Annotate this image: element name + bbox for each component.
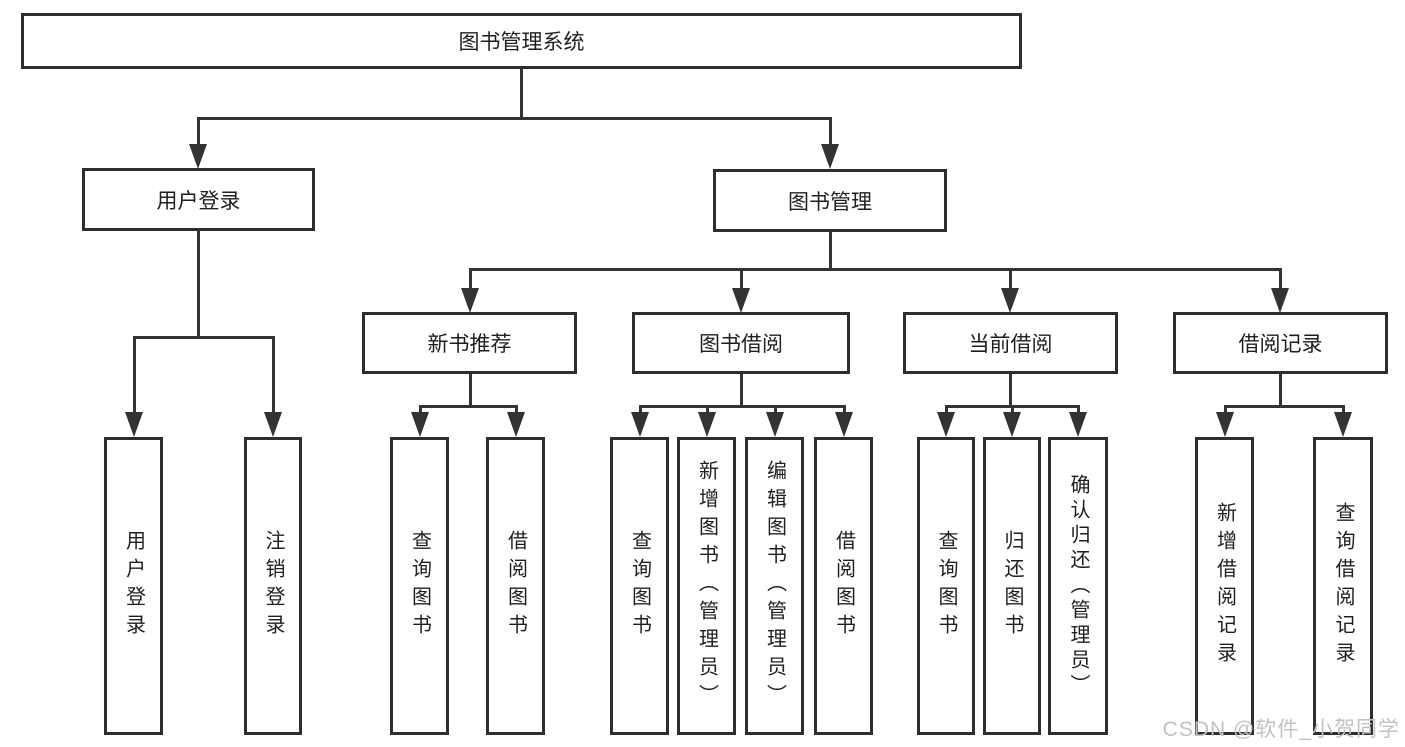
connector-book-mgmt-stem [829, 232, 832, 270]
node-label: 用户登录 [156, 189, 241, 213]
connector-new-book-hbar [419, 405, 518, 408]
connector-book-mgmt-hbar [469, 268, 1282, 271]
connector-drop [843, 405, 846, 417]
arrow-down-icon [461, 288, 479, 313]
node-new-book-recommend: 新书推荐 [362, 312, 577, 374]
leaf-label: 注销登录 [262, 530, 284, 642]
arrow-down-icon [821, 144, 839, 169]
leaf-label: 新增借阅记录 [1213, 502, 1236, 670]
connector-drop [515, 405, 518, 417]
connector-new-book-stem [469, 374, 472, 407]
leaf-label: 借阅图书 [832, 530, 855, 642]
arrow-down-icon [189, 144, 207, 169]
arrow-down-icon [507, 412, 525, 437]
leaf-label: 编辑图书（管理员） [763, 460, 786, 712]
node-label: 当前借阅 [968, 333, 1053, 356]
connector-drop [1224, 405, 1227, 417]
connector-drop-user-login [197, 117, 200, 149]
arrow-down-icon [411, 412, 429, 437]
connector-user-login-hbar [133, 336, 275, 339]
connector-book-borrow-stem [740, 374, 743, 407]
arrow-down-icon [1271, 288, 1289, 313]
connector-drop [1011, 405, 1014, 417]
leaf-logout: 注销登录 [244, 437, 302, 735]
arrow-down-icon [766, 412, 784, 437]
connector-book-borrow-hbar [639, 405, 846, 408]
leaf-label: 归还图书 [1001, 530, 1023, 642]
arrow-down-icon [835, 412, 853, 437]
connector-root-hbar [197, 117, 832, 120]
connector-borrow-records-stem [1279, 374, 1282, 407]
leaf-return-books: 归还图书 [983, 437, 1041, 735]
node-root-library-management-system: 图书管理系统 [21, 13, 1022, 69]
node-label: 图书管理 [788, 190, 872, 214]
arrow-down-icon [125, 412, 143, 437]
leaf-label: 用户登录 [122, 530, 145, 642]
node-book-borrow: 图书借阅 [632, 312, 850, 374]
leaf-add-borrow-record: 新增借阅记录 [1195, 437, 1254, 735]
csdn-watermark: CSDN @软件_小贺同学 [1162, 718, 1400, 741]
leaf-query-borrow-record: 查询借阅记录 [1313, 437, 1373, 735]
leaf-label: 查询图书 [935, 530, 957, 642]
node-borrow-records: 借阅记录 [1173, 312, 1388, 374]
connector-user-login-stem [197, 231, 200, 338]
leaf-borrow-books-recommend: 借阅图书 [486, 437, 545, 735]
connector-drop-new-book [469, 268, 472, 293]
arrow-down-icon [1334, 412, 1352, 437]
leaf-user-login: 用户登录 [104, 437, 163, 735]
connector-current-borrow-stem [1009, 374, 1012, 407]
arrow-down-icon [698, 412, 716, 437]
arrow-down-icon [264, 412, 282, 437]
node-label: 新书推荐 [427, 333, 512, 356]
leaf-add-books-admin: 新增图书（管理员） [677, 437, 736, 735]
connector-root-stem [520, 69, 523, 119]
leaf-label: 确认归还（管理员） [1067, 473, 1089, 699]
connector-drop-book-management [829, 117, 832, 149]
leaf-label: 查询借阅记录 [1332, 502, 1354, 670]
connector-drop [706, 405, 709, 417]
connector-drop-book-borrow [740, 268, 743, 293]
leaf-edit-books-admin: 编辑图书（管理员） [745, 437, 804, 735]
leaf-confirm-return-admin: 确认归还（管理员） [1048, 437, 1108, 735]
connector-drop [419, 405, 422, 417]
connector-drop-leaf-login [133, 336, 136, 416]
leaf-label: 查询图书 [408, 530, 431, 642]
arrow-down-icon [1003, 412, 1021, 437]
connector-drop-leaf-logout [272, 336, 275, 416]
leaf-borrow-books: 借阅图书 [814, 437, 873, 735]
node-book-management: 图书管理 [713, 169, 947, 232]
connector-drop-borrow-records [1279, 268, 1282, 293]
node-label: 图书管理系统 [458, 31, 585, 54]
node-current-borrow: 当前借阅 [903, 312, 1118, 374]
leaf-query-books-recommend: 查询图书 [390, 437, 449, 735]
connector-drop [1342, 405, 1345, 417]
arrow-down-icon [937, 412, 955, 437]
node-label: 借阅记录 [1238, 333, 1323, 356]
connector-drop [639, 405, 642, 417]
leaf-label: 新增图书（管理员） [695, 460, 718, 712]
arrow-down-icon [732, 288, 750, 313]
arrow-down-icon [1069, 412, 1087, 437]
leaf-label: 借阅图书 [504, 530, 527, 642]
connector-borrow-records-hbar [1224, 405, 1345, 408]
arrow-down-icon [631, 412, 649, 437]
arrow-down-icon [1001, 288, 1019, 313]
connector-drop-current-borrow [1009, 268, 1012, 293]
connector-drop [1077, 405, 1080, 417]
node-label: 图书借阅 [699, 333, 783, 356]
connector-drop [774, 405, 777, 417]
node-user-login: 用户登录 [82, 168, 315, 231]
leaf-label: 查询图书 [628, 530, 651, 642]
leaf-query-books-current: 查询图书 [917, 437, 975, 735]
connector-drop [945, 405, 948, 417]
leaf-query-books-borrow: 查询图书 [610, 437, 669, 735]
arrow-down-icon [1216, 412, 1234, 437]
